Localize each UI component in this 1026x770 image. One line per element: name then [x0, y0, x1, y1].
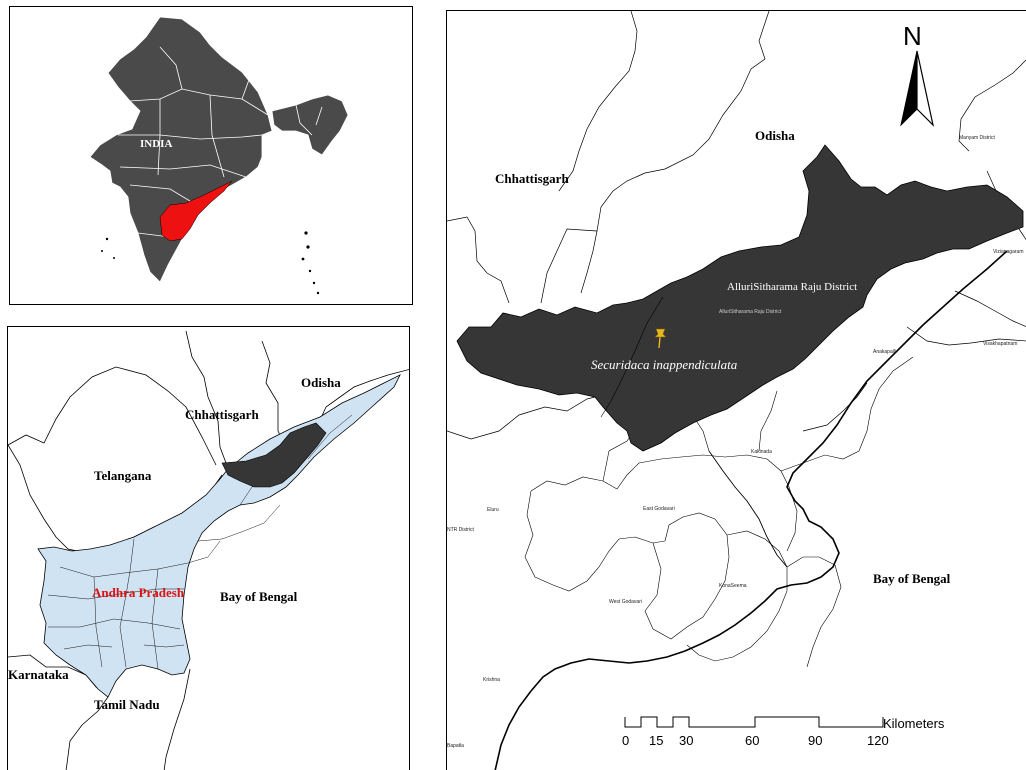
odisha-detail-label: Odisha — [755, 128, 795, 143]
west-godavari-label: West Godavari — [609, 599, 642, 605]
scale-tick-120: 120 — [867, 733, 889, 748]
bapatla-label: Bapatla — [447, 743, 464, 749]
district-small-label: AlluriSitharama Raju District — [719, 309, 782, 315]
tamil-nadu-label: Tamil Nadu — [94, 697, 160, 712]
odisha-label: Odisha — [301, 375, 341, 390]
alluri-sitharama-raju-district — [456, 144, 1024, 452]
state-map-svg — [8, 330, 409, 770]
pushpin-icon[interactable] — [653, 327, 669, 349]
visakhapatnam-label: Visakhapatnam — [983, 341, 1018, 347]
andhra-pradesh-region — [37, 374, 401, 698]
scale-tick-30: 30 — [679, 733, 694, 748]
scale-tick-0: 0 — [622, 733, 630, 748]
scale-tick-15: 15 — [649, 733, 664, 748]
coastline — [494, 250, 1008, 770]
india-inset-map: INDIA — [9, 6, 413, 305]
ntr-label: NTR District — [447, 527, 474, 533]
india-map-svg — [89, 16, 349, 295]
district-detail-map: N Odisha Chhattisgarh AlluriSitharama Ra… — [446, 10, 1026, 770]
andhra-pradesh-highlight — [159, 180, 233, 242]
chhattisgarh-label: Chhattisgarh — [185, 407, 259, 422]
india-state-boundaries — [118, 46, 323, 238]
scale-tick-60: 60 — [745, 733, 760, 748]
district-boundaries — [47, 414, 353, 670]
chhattisgarh-detail-label: Chhattisgarh — [495, 171, 569, 186]
north-arrow-icon — [900, 50, 935, 127]
alluri-district-region — [221, 422, 327, 488]
krishna-label: Krishna — [483, 677, 500, 683]
northeast-india — [271, 94, 349, 156]
anakapalli-label: Anakapalli — [873, 349, 897, 355]
eluru-label: Eluru — [487, 507, 499, 513]
state-inset-map: Odisha Chhattisgarh Telangana Andhra Pra… — [7, 326, 410, 770]
kakinada-label: Kakinada — [751, 449, 772, 455]
vizianagaram-label: Vizianagaram — [993, 249, 1024, 255]
island-territories — [101, 231, 320, 295]
north-arrow-label: N — [903, 21, 922, 51]
district-name-label: AlluriSitharama Raju District — [727, 281, 858, 293]
inner-district-boundary — [600, 296, 664, 418]
species-label: Securidaca inappendiculata — [591, 357, 738, 372]
east-godavari-label: East Godavari — [643, 506, 675, 512]
detail-map-svg — [447, 11, 1026, 770]
scale-tick-90: 90 — [808, 733, 823, 748]
india-outline — [89, 16, 273, 283]
scale-unit: Kilometers — [883, 716, 945, 731]
karnataka-label: Karnataka — [8, 667, 69, 682]
manyam-label: Manyam District — [959, 135, 995, 141]
river-godavari — [708, 450, 788, 568]
telangana-label: Telangana — [94, 468, 152, 483]
scale-bar — [624, 716, 884, 728]
konaseema-label: KonaSeema — [719, 583, 747, 589]
bay-of-bengal-detail-label: Bay of Bengal — [873, 571, 951, 586]
andhra-pradesh-label: Andhra Pradesh — [92, 585, 185, 600]
india-label: INDIA — [140, 138, 173, 150]
bay-of-bengal-label: Bay of Bengal — [220, 589, 298, 604]
